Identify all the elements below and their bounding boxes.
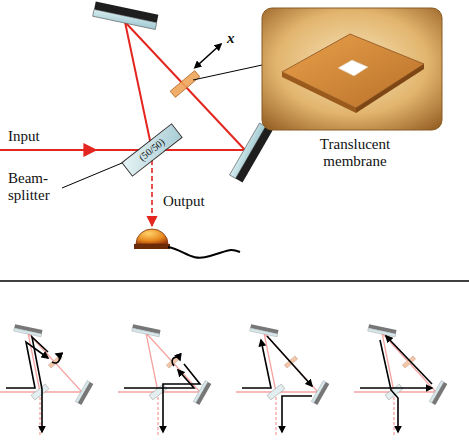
output-beam xyxy=(151,152,153,226)
path-sketch xyxy=(354,324,447,437)
photo-caption-text: Translucent membrane xyxy=(308,136,403,170)
path-sketch xyxy=(236,324,329,437)
axis-label: x xyxy=(227,30,247,47)
membrane-chip xyxy=(282,34,424,108)
displacement-arrow xyxy=(199,44,221,64)
chip-edge xyxy=(282,72,356,113)
membrane-photo xyxy=(262,8,442,130)
photo-caption: Translucent membrane xyxy=(300,133,410,173)
split-ratio: (50/50) xyxy=(137,136,168,164)
part-label: Input xyxy=(8,128,68,145)
detector-cable xyxy=(168,247,240,258)
mirror xyxy=(93,2,159,30)
input-arrow xyxy=(0,149,96,151)
part-label: Output xyxy=(163,193,223,210)
mirror xyxy=(230,123,273,182)
detector xyxy=(136,229,168,244)
part-label: Beam- splitter xyxy=(8,170,68,204)
chip-edge xyxy=(356,64,424,113)
beamsplitter-box: (50/50) xyxy=(121,123,183,177)
path-sketch xyxy=(0,324,93,437)
input-beam xyxy=(0,149,152,151)
membrane-window xyxy=(338,60,368,76)
detector-base xyxy=(134,244,170,249)
path-sketch xyxy=(118,324,211,437)
separator xyxy=(0,280,469,282)
membrane xyxy=(170,71,200,98)
beam-path xyxy=(125,22,152,150)
